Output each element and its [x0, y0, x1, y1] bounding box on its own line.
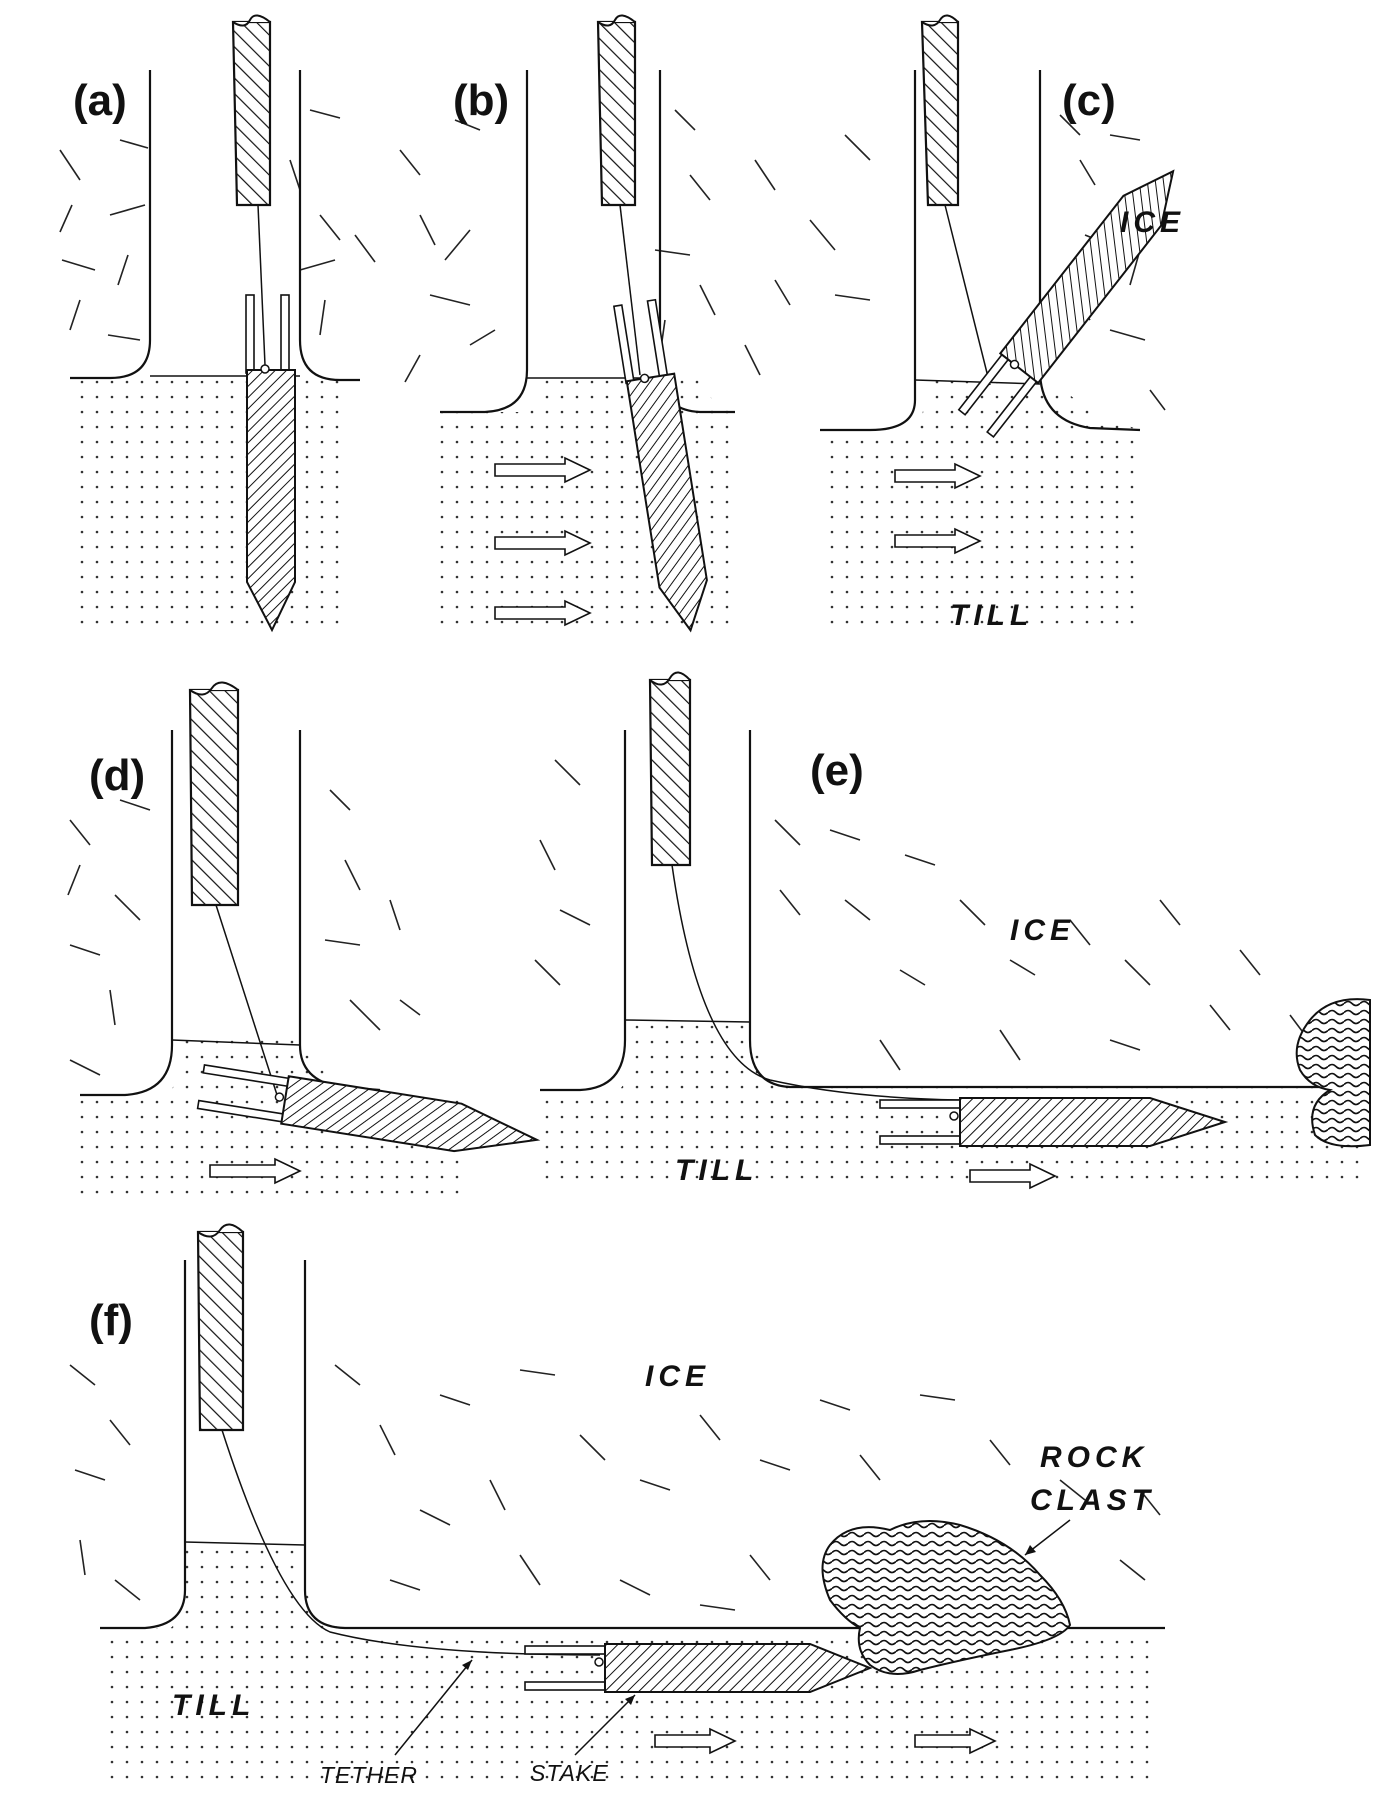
ice-label-c: ICE	[1120, 206, 1185, 239]
panel-label-c: (c)	[1062, 76, 1116, 125]
till-label-c: TILL	[950, 599, 1033, 632]
stake-b	[612, 298, 708, 633]
panel-label-a: (a)	[73, 76, 127, 125]
rock-clast-f	[821, 1520, 1072, 1675]
panel-label-b: (b)	[453, 76, 509, 125]
panel-label-e: (e)	[810, 746, 864, 795]
ice-label-e: ICE	[1010, 914, 1075, 947]
cables	[188, 14, 960, 1432]
stake-label: STAKE	[530, 1760, 609, 1786]
flow-arrow	[894, 527, 982, 555]
flow-arrow	[969, 1162, 1057, 1190]
rock-clast-label-line2: CLAST	[1030, 1484, 1155, 1517]
flow-arrow	[494, 529, 592, 557]
borehole-walls	[70, 70, 1370, 1630]
ice-label-f: ICE	[645, 1360, 710, 1393]
flow-arrow	[654, 1727, 737, 1755]
panel-label-f: (f)	[89, 1296, 133, 1345]
rock-clasts	[821, 998, 1371, 1675]
stake-a	[245, 294, 296, 633]
flow-arrow	[914, 1727, 997, 1755]
rock-clast-label-line1: ROCK	[1040, 1441, 1148, 1474]
till-label-f: TILL	[172, 1689, 255, 1722]
flow-arrow	[494, 456, 592, 484]
pointer-lines	[394, 1519, 1071, 1756]
stakes	[196, 169, 1229, 1693]
flow-arrow	[494, 599, 592, 627]
tethers	[215, 204, 991, 1656]
flow-arrows	[209, 456, 1057, 1755]
stake-c	[957, 169, 1175, 439]
till-label-e: TILL	[675, 1154, 758, 1187]
panel-label-d: (d)	[89, 751, 145, 800]
flow-arrow	[209, 1157, 302, 1185]
stake-f	[524, 1643, 873, 1693]
flow-arrow	[894, 462, 982, 490]
tether-label: TETHER	[320, 1762, 418, 1788]
stake-e	[879, 1097, 1229, 1147]
rock-clast-e	[1295, 998, 1371, 1148]
ice-flecks	[59, 109, 1306, 1611]
stake-d	[196, 1064, 541, 1153]
